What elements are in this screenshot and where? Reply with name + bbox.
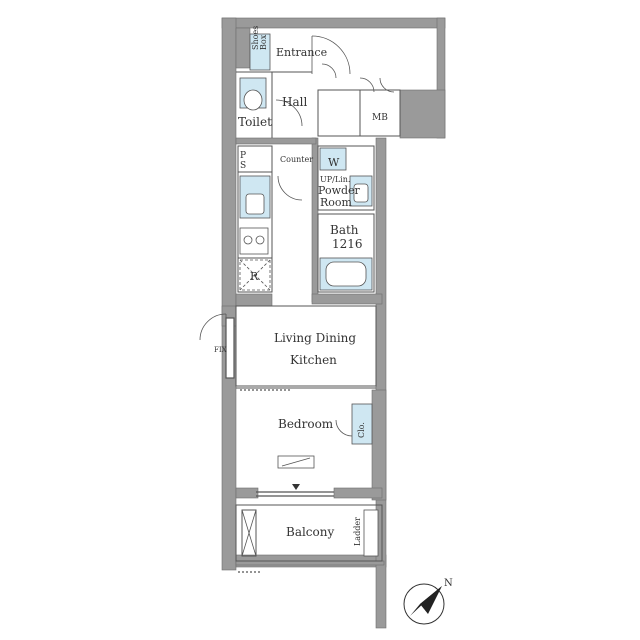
entrance-label: Entrance: [276, 46, 327, 59]
compass-arrow-icon: [420, 586, 442, 614]
powder-room-label-2: Room: [320, 196, 353, 209]
bath-label: Bath: [330, 223, 359, 237]
refrigerator-label: R: [250, 270, 259, 283]
ladder-fixture: [363, 509, 379, 557]
up-lin-label: UP/Lin.: [320, 175, 350, 184]
counter-label: Counter: [280, 155, 313, 164]
washer-label: W: [328, 156, 340, 169]
balcony-storage: [241, 509, 257, 557]
bedroom-label: Bedroom: [278, 417, 334, 431]
toilet-label: Toilet: [238, 115, 272, 129]
compass-ring: [403, 583, 445, 625]
ps-label-p: P: [240, 151, 246, 161]
stove-icon: [239, 227, 269, 255]
ladder-label: Ladder: [353, 517, 362, 546]
mb-label: MB: [372, 113, 388, 123]
bedroom-ac-indicator: [277, 455, 315, 490]
closet-label: Clo.: [357, 422, 366, 438]
shoes-box-fixture: [249, 33, 271, 71]
powder-room-label-1: Powder: [318, 184, 361, 197]
ldk-label-2: Kitchen: [290, 353, 337, 367]
fixtures: [239, 33, 379, 557]
bath-size-label: 1216: [332, 237, 363, 251]
refrigerator-box: [239, 259, 271, 291]
window-marks: [225, 317, 334, 573]
balcony-label: Balcony: [286, 525, 334, 539]
hall-label: Hall: [282, 95, 307, 109]
compass: N: [403, 578, 453, 625]
closet-fixture: [351, 403, 373, 445]
shoes-box-label-2: Box: [259, 34, 268, 50]
washer-fixture: [319, 147, 347, 171]
room-labels: Entrance Shoes Box Hall Toilet MB P S Co…: [214, 26, 388, 546]
ldk-label-1: Living Dining: [274, 331, 356, 345]
shoes-box-label: Shoes: [251, 26, 260, 50]
compass-north-label: N: [444, 578, 453, 589]
walls: [221, 17, 446, 629]
ps-label-s: S: [240, 161, 246, 171]
fix-label-f: FIX: [214, 346, 227, 354]
interior-lines: [235, 71, 401, 562]
